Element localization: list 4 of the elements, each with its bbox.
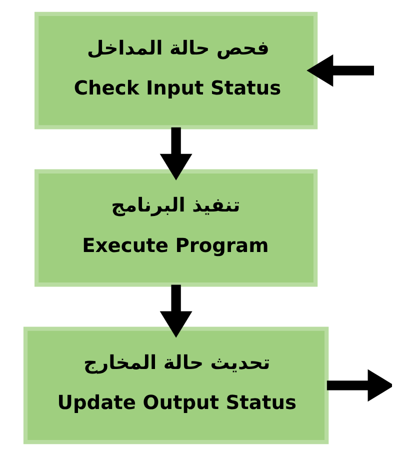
- arrow: [160, 284, 192, 338]
- arrow: [306, 54, 374, 87]
- arrow: [326, 369, 392, 402]
- arrow: [160, 127, 192, 180]
